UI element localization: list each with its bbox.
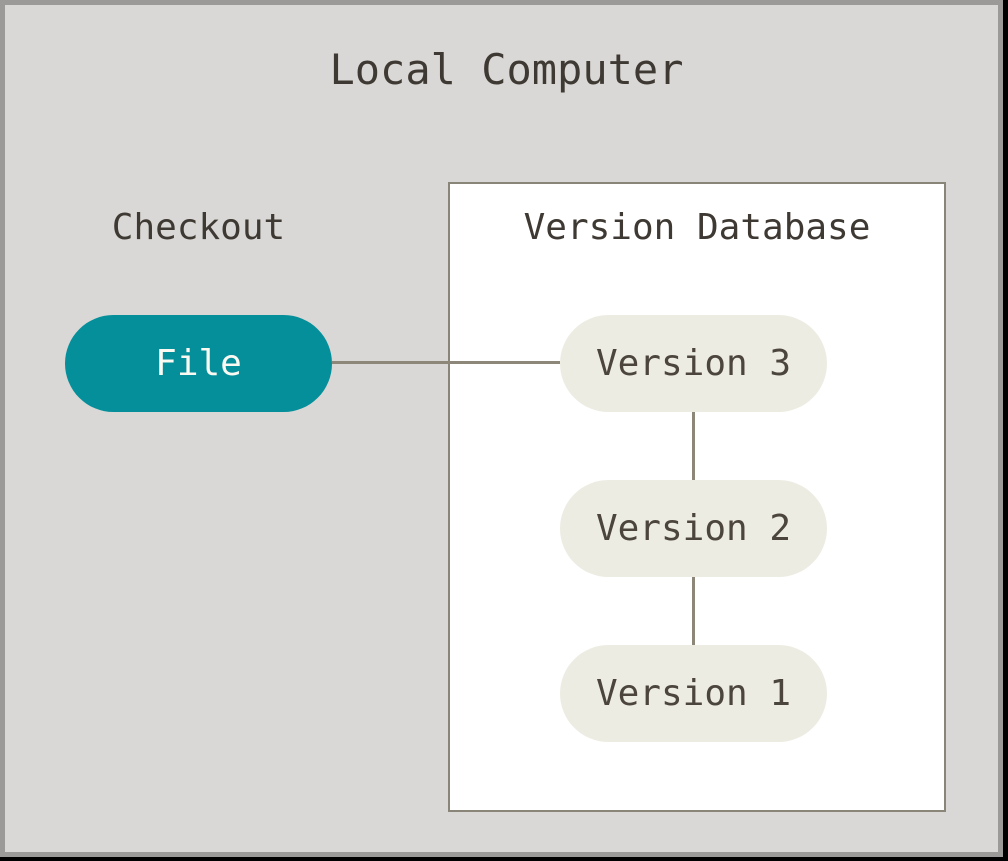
file-node: File <box>65 315 332 412</box>
file-node-label: File <box>155 343 242 384</box>
version-2-label: Version 2 <box>595 508 792 549</box>
checkout-label: Checkout <box>111 207 286 248</box>
connector-file-to-version3 <box>332 361 560 364</box>
connector-version3-to-version2 <box>692 412 695 480</box>
version-2-node: Version 2 <box>560 480 827 577</box>
version-1-node: Version 1 <box>560 645 827 742</box>
diagram-title: Local Computer <box>329 45 684 94</box>
version-3-label: Version 3 <box>595 343 792 384</box>
version-1-label: Version 1 <box>595 673 792 714</box>
connector-version2-to-version1 <box>692 577 695 645</box>
version-3-node: Version 3 <box>560 315 827 412</box>
version-database-title: Version Database <box>523 207 871 248</box>
